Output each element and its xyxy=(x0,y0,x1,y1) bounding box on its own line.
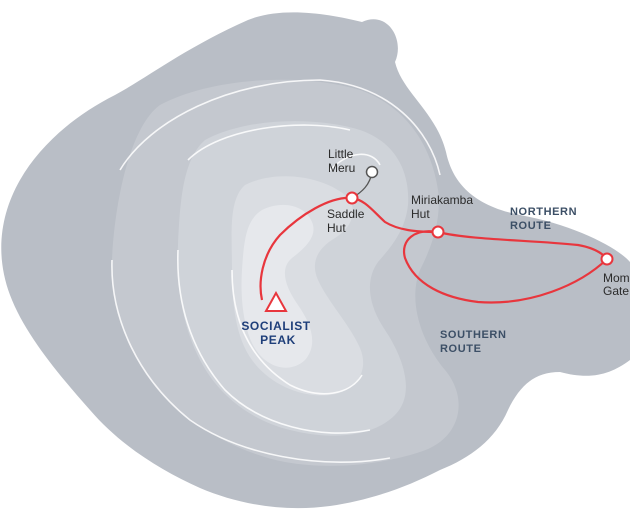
northern-route-line xyxy=(437,230,608,260)
northern-route-label-line2: ROUTE xyxy=(510,220,552,232)
little-meru-marker xyxy=(365,165,379,179)
momella-gate-label: Mom Gate xyxy=(603,271,630,298)
socialist-peak-label-line2: PEAK xyxy=(260,333,296,347)
southern-route-label: SOUTHERN ROUTE xyxy=(440,329,510,355)
contour-line-6 xyxy=(329,153,381,171)
socialist-peak-triangle-icon xyxy=(264,290,288,312)
little-meru-label-line2: Meru xyxy=(328,161,355,175)
summit-crater xyxy=(241,204,314,368)
momella-gate-label-line2: Gate xyxy=(603,284,629,298)
northern-route-label-line1: NORTHERN xyxy=(510,206,577,218)
miriakamba-hut-marker xyxy=(431,225,445,239)
contour-line-3 xyxy=(187,124,351,161)
southern-route-label-line2: ROUTE xyxy=(440,343,482,355)
contour-line-2 xyxy=(111,259,391,463)
socialist-peak-label: SOCIALIST PEAK xyxy=(241,319,314,347)
saddle-hut-label-line2: Hut xyxy=(327,221,346,235)
miriakamba-hut-label-line2: Hut xyxy=(411,207,430,221)
socialist-peak-label-line1: SOCIALIST xyxy=(241,319,310,333)
saddle-hut-label: Saddle Hut xyxy=(327,207,368,235)
saddle-hut-marker xyxy=(345,191,359,205)
northern-route-label: NORTHERN ROUTE xyxy=(510,206,581,232)
miriakamba-hut-label: Miriakamba Hut xyxy=(411,193,476,221)
contour-line-1 xyxy=(119,79,441,176)
southern-route-label-line1: SOUTHERN xyxy=(440,329,507,341)
little-meru-label: Little Meru xyxy=(328,147,357,175)
momella-gate-marker xyxy=(600,252,614,266)
miriakamba-hut-label-line1: Miriakamba xyxy=(411,193,473,207)
contour-line-5 xyxy=(231,269,363,395)
southern-route-line xyxy=(402,230,608,304)
little-meru-label-line1: Little xyxy=(328,147,354,161)
contour-line-4 xyxy=(177,249,371,434)
saddle-hut-label-line1: Saddle xyxy=(327,207,365,221)
momella-gate-label-line1: Mom xyxy=(603,271,630,285)
